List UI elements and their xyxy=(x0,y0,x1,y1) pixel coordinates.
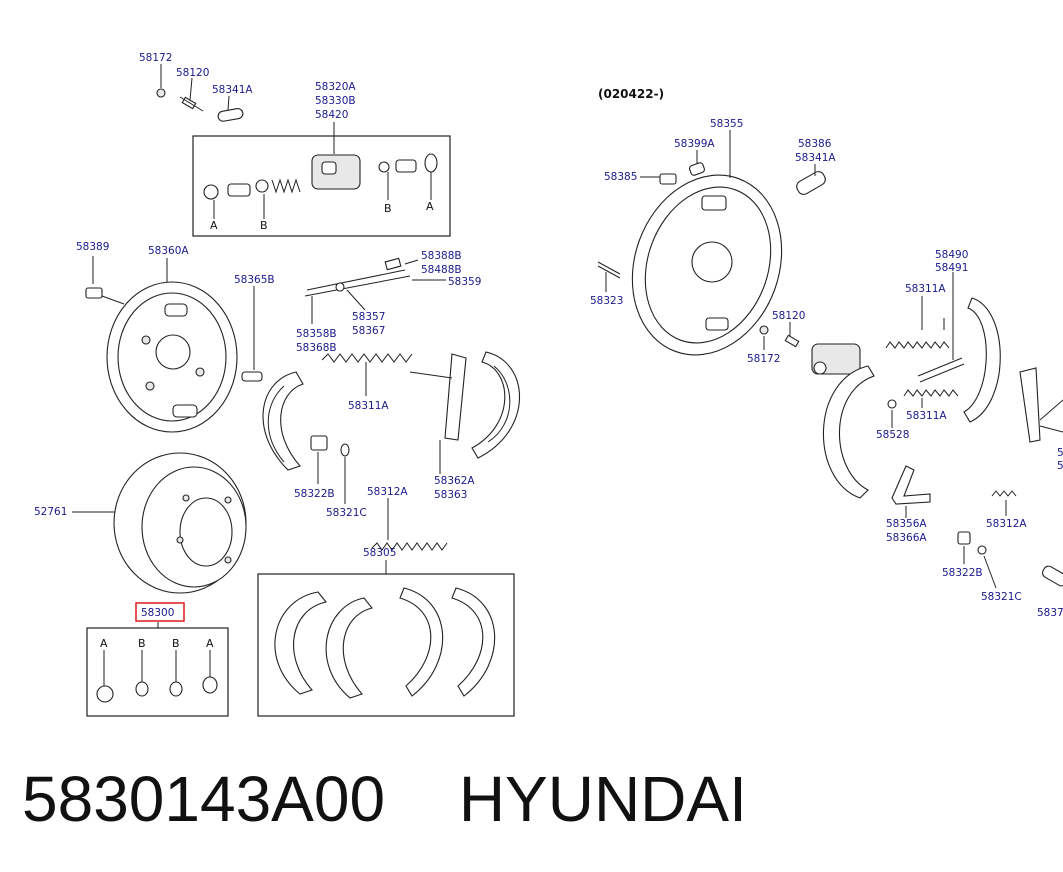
part-label[interactable]: 58330B xyxy=(315,95,356,107)
part-label[interactable]: 58311A xyxy=(348,400,389,412)
part-label[interactable]: 58172 xyxy=(139,52,172,64)
holddown-pin-part xyxy=(310,435,350,457)
brake-shoe-right-part xyxy=(471,351,521,459)
backing-plate-right-part xyxy=(631,174,783,356)
lower-spring-part xyxy=(371,542,448,551)
part-label[interactable]: 58385 xyxy=(604,171,637,183)
brake-shoe-set-box xyxy=(257,573,515,717)
part-label[interactable]: 58358B xyxy=(296,328,337,340)
adjuster-right-part xyxy=(917,357,965,383)
part-label[interactable]: 58323 xyxy=(590,295,623,307)
part-label[interactable]: 58490 xyxy=(935,249,968,261)
part-label[interactable]: 58341A xyxy=(795,152,836,164)
upper-spring-part xyxy=(321,353,413,363)
part-label[interactable]: 58305 xyxy=(363,547,396,559)
brake-shoe-left-part xyxy=(262,371,304,471)
part-label[interactable]: 58321C xyxy=(326,507,367,519)
part-label[interactable]: 58120 xyxy=(176,67,209,79)
callout-letter: B xyxy=(384,202,392,215)
repair-kit-box xyxy=(86,627,229,717)
part-label[interactable]: 58388B xyxy=(421,250,462,262)
part-label[interactable]: 58368B xyxy=(296,342,337,354)
bleeder-cap-part xyxy=(156,88,166,98)
part-label[interactable]: 58120 xyxy=(772,310,805,322)
bleeder-right-part xyxy=(759,325,800,348)
part-label[interactable]: 58365B xyxy=(234,274,275,286)
part-label[interactable]: 52761 xyxy=(34,506,67,518)
part-label[interactable]: 58311A xyxy=(905,283,946,295)
part-label[interactable]: 58488B xyxy=(421,264,462,276)
callout-letter: A xyxy=(210,219,218,232)
highlight-frame xyxy=(135,602,185,622)
kit-cup-parts xyxy=(96,676,218,703)
bolt-right-part xyxy=(659,173,677,185)
part-label[interactable]: 58322B xyxy=(942,567,983,579)
part-label[interactable]: 58355 xyxy=(710,118,743,130)
washer-right-part xyxy=(887,399,897,409)
part-label[interactable]: 58367 xyxy=(352,325,385,337)
bleeder-screw-part xyxy=(179,96,204,112)
part-label[interactable]: 58399A xyxy=(674,138,715,150)
parking-lever-part xyxy=(409,353,467,441)
part-label[interactable]: 5837 xyxy=(1037,607,1063,619)
brake-shoe-set-parts xyxy=(274,587,496,699)
wheel-cylinder-box xyxy=(192,135,451,237)
exploded-parts-diagram: (020422-) 58172 58120 58341A 58320A 5833… xyxy=(34,52,1063,717)
part-label[interactable]: 58172 xyxy=(747,353,780,365)
rod-right-part xyxy=(1042,565,1063,587)
adjuster-lever-part xyxy=(304,257,411,297)
callout-letter: B xyxy=(260,219,268,232)
wheel-cylinder-right-part xyxy=(811,343,861,375)
revision-note: (020422-) xyxy=(598,87,664,101)
spring-right-small-part xyxy=(991,490,1017,497)
pin-right-part xyxy=(597,261,621,279)
part-label[interactable]: 58420 xyxy=(315,109,348,121)
part-label[interactable]: 58322B xyxy=(294,488,335,500)
parking-lever-right-part xyxy=(1019,367,1041,443)
part-label[interactable]: 58312A xyxy=(367,486,408,498)
product-caption: 5830143A00 HYUNDAI xyxy=(22,762,1042,842)
highlighted-part-label[interactable]: 58300 xyxy=(141,607,174,619)
callout-letter: A xyxy=(206,637,214,650)
wheel-cylinder-parts xyxy=(203,153,438,200)
return-spring-clip-part xyxy=(891,465,931,505)
part-label[interactable]: 58362A xyxy=(434,475,475,487)
callout-letter: B xyxy=(138,637,146,650)
part-label[interactable]: 58320A xyxy=(315,81,356,93)
pin-part xyxy=(241,371,263,382)
part-label[interactable]: 58528 xyxy=(876,429,909,441)
callout-letter: A xyxy=(426,200,434,213)
part-label[interactable]: 58321C xyxy=(981,591,1022,603)
brake-drum-part xyxy=(113,452,247,594)
part-label[interactable]: 58359 xyxy=(448,276,481,288)
boot-part xyxy=(217,108,244,122)
brake-shoe-right-a-part xyxy=(822,365,875,499)
callout-letter: A xyxy=(100,637,108,650)
part-number: 5830143A00 xyxy=(22,763,386,835)
brand-name: HYUNDAI xyxy=(458,763,747,835)
backing-plate-part xyxy=(106,281,238,433)
part-label[interactable]: 58363 xyxy=(434,489,467,501)
part-label[interactable]: 58389 xyxy=(76,241,109,253)
holddown-right-part xyxy=(957,531,987,555)
part-label[interactable]: 58360A xyxy=(148,245,189,257)
part-label[interactable]: 58356A xyxy=(886,518,927,530)
part-label[interactable]: 5 xyxy=(1057,460,1063,472)
brake-shoe-right-b-part xyxy=(963,297,1001,423)
part-label[interactable]: 58341A xyxy=(212,84,253,96)
part-label[interactable]: 58386 xyxy=(798,138,832,150)
part-label[interactable]: 58366A xyxy=(886,532,927,544)
part-label[interactable]: 5 xyxy=(1057,447,1063,459)
spring-right-lower-part xyxy=(903,389,959,397)
spring-right-upper-part xyxy=(885,318,950,349)
part-label[interactable]: 58491 xyxy=(935,262,968,274)
bolt-part xyxy=(85,287,103,299)
boot-right-part xyxy=(796,171,826,195)
part-label[interactable]: 58357 xyxy=(352,311,385,323)
clip-right-part xyxy=(689,162,705,176)
part-label[interactable]: 58311A xyxy=(906,410,947,422)
callout-letter: B xyxy=(172,637,180,650)
part-label[interactable]: 58312A xyxy=(986,518,1027,530)
